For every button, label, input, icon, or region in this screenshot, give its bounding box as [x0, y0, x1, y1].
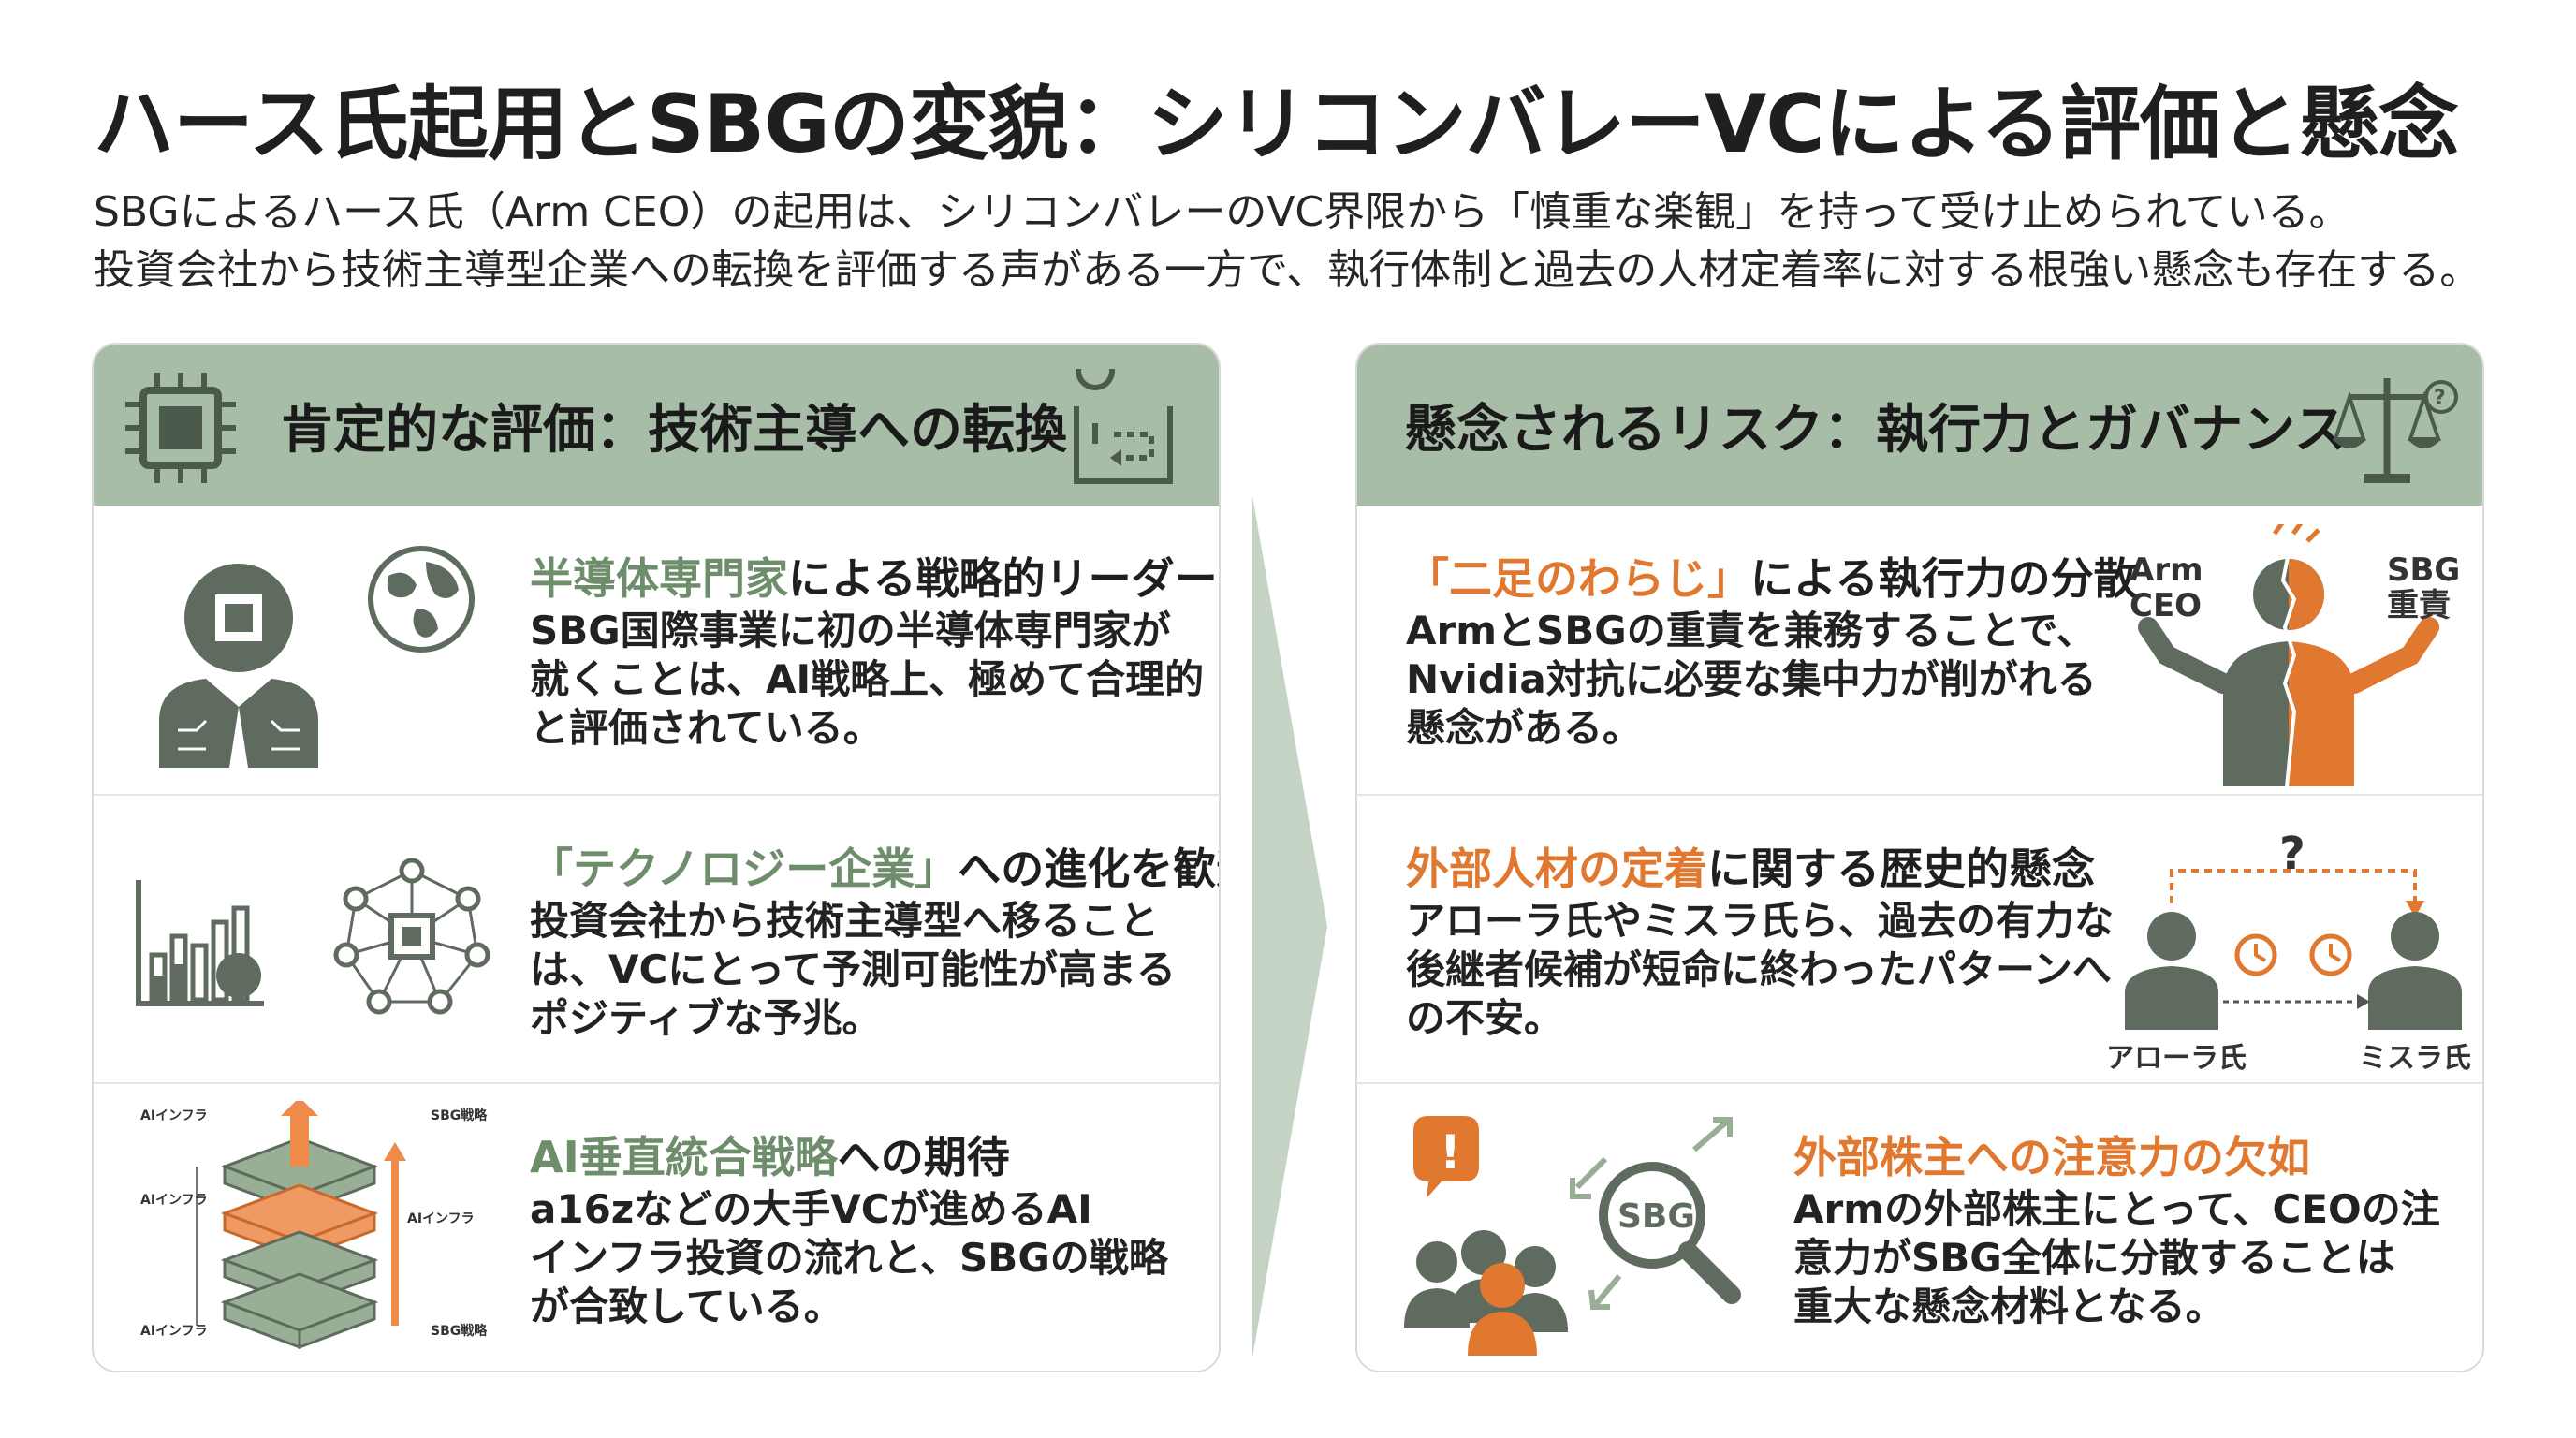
item-title: 外部株主への注意力の欠如 [1793, 1132, 2310, 1182]
diagram-label: AIインフラ [140, 1193, 208, 1208]
panel-header: 肯定的な評価：技術主導への転換 [94, 345, 1219, 506]
scale-question-icon: ? [2333, 378, 2458, 483]
split-executive-figure: Arm CEO SBG 重責 [2130, 524, 2460, 786]
list-item: AIインフラ SBG戦略 AIインフラ AIインフラ AIインフラ SBG戦略 … [94, 1082, 1219, 1371]
succession-figure: ? アローラ氏 ミスラ氏 [2106, 828, 2471, 1075]
figure-label-duty: 重責 [2387, 587, 2451, 624]
svg-text:?: ? [2434, 387, 2446, 410]
figure-label-sbg: SBG [2387, 551, 2460, 589]
list-item: 半導体専門家による戦略的リーダーシップ SBG国際事業に初の半導体専門家が 就く… [94, 506, 1219, 794]
diagram-label: SBG戦略 [431, 1323, 488, 1339]
item-title: AI垂直統合戦略への期待 [530, 1132, 1010, 1182]
item-body: 投資会社から技術主導型へ移ること は、VCにとって予測可能性が高まる ポジティブ… [530, 898, 1176, 1041]
positive-evaluation-panel: 肯定的な評価：技術主導への転換 半導体専門家による戦略的リーダーシップ [92, 343, 1221, 1372]
diagram-label: AIインフラ [140, 1108, 208, 1123]
item-title: 外部人材の定着に関する歴史的懸念 [1406, 844, 2095, 894]
alert-icon: ! [1440, 1125, 1461, 1180]
map-route-icon [1074, 369, 1173, 484]
diagram-label: AIインフラ [140, 1324, 208, 1339]
sbg-badge: SBG [1617, 1197, 1695, 1236]
network-chip-icon [333, 858, 490, 1015]
panel-header-title: 肯定的な評価：技術主導への転換 [281, 400, 1067, 461]
item-title: 「二足のわらじ」による執行力の分散 [1406, 553, 2137, 604]
ai-stack-diagram: AIインフラ SBG戦略 AIインフラ AIインフラ AIインフラ SBG戦略 [140, 1101, 488, 1350]
diagram-label: SBG戦略 [431, 1108, 488, 1123]
panel-header: 懸念されるリスク：執行力とガバナンス ? [1357, 345, 2482, 506]
item-title: 「テクノロジー企業」への進化を歓迎 [530, 844, 1219, 894]
figure-label-misra: ミスラ氏 [2359, 1042, 2471, 1075]
figure-label-ceo: CEO [2130, 587, 2202, 624]
transition-chevron [1252, 496, 1327, 1357]
item-body: アローラ氏やミスラ氏ら、過去の有力な 後継者候補が短命に終わったパターンへ の不… [1406, 898, 2115, 1041]
chip-icon [125, 373, 236, 483]
item-body: a16zなどの大手VCが進めるAI インフラ投資の流れと、SBGの戦略 が合致し… [530, 1186, 1168, 1329]
list-item: 外部人材の定着に関する歴史的懸念 アローラ氏やミスラ氏ら、過去の有力な 後継者候… [1357, 794, 2482, 1082]
item-body: SBG国際事業に初の半導体専門家が 就くことは、AI戦略上、極めて合理的 と評価… [530, 608, 1205, 751]
risk-panel: 懸念されるリスク：執行力とガバナンス ? 「二足のわらじ」による執行力の分散 A… [1355, 343, 2484, 1372]
list-item: 「二足のわらじ」による執行力の分散 ArmとSBGの重責を兼務することで、 Nv… [1357, 506, 2482, 794]
bar-chart-icon [136, 880, 264, 1006]
list-item: ! SBG 外部株主への注意力の欠如 Armの外部株主にとって、CEOの注 意力… [1357, 1082, 2482, 1371]
item-title: 半導体専門家による戦略的リーダーシップ [530, 553, 1219, 604]
figure-label-arm: Arm [2130, 551, 2203, 589]
globe-icon [368, 546, 475, 653]
list-item: 「テクノロジー企業」への進化を歓迎 投資会社から技術主導型へ移ること は、VCに… [94, 794, 1219, 1082]
figure-label-arora: アローラ氏 [2106, 1042, 2247, 1075]
diagram-label: AIインフラ [407, 1211, 475, 1226]
panel-header-title: 懸念されるリスク：執行力とガバナンス [1404, 400, 2347, 461]
shareholders-attention-figure: ! SBG [1404, 1116, 1741, 1356]
item-body: ArmとSBGの重責を兼務することで、 Nvidia対抗に必要な集中力が削がれる… [1406, 608, 2097, 751]
chip-headed-person-icon [159, 564, 318, 768]
item-body: Armの外部株主にとって、CEOの注 意力がSBG全体に分散することは 重大な懸… [1793, 1186, 2440, 1329]
subtitle-line-2: 投資会社から技術主導型企業への転換を評価する声がある一方で、執行体制と過去の人材… [94, 246, 2481, 294]
page-title: ハース氏起用とSBGの変貌：シリコンバレーVCによる評価と懸念 [94, 78, 2459, 171]
question-mark: ? [2279, 828, 2305, 880]
subtitle-line-1: SBGによるハース氏（Arm CEO）の起用は、シリコンバレーのVC界限から「慎… [94, 188, 2350, 236]
